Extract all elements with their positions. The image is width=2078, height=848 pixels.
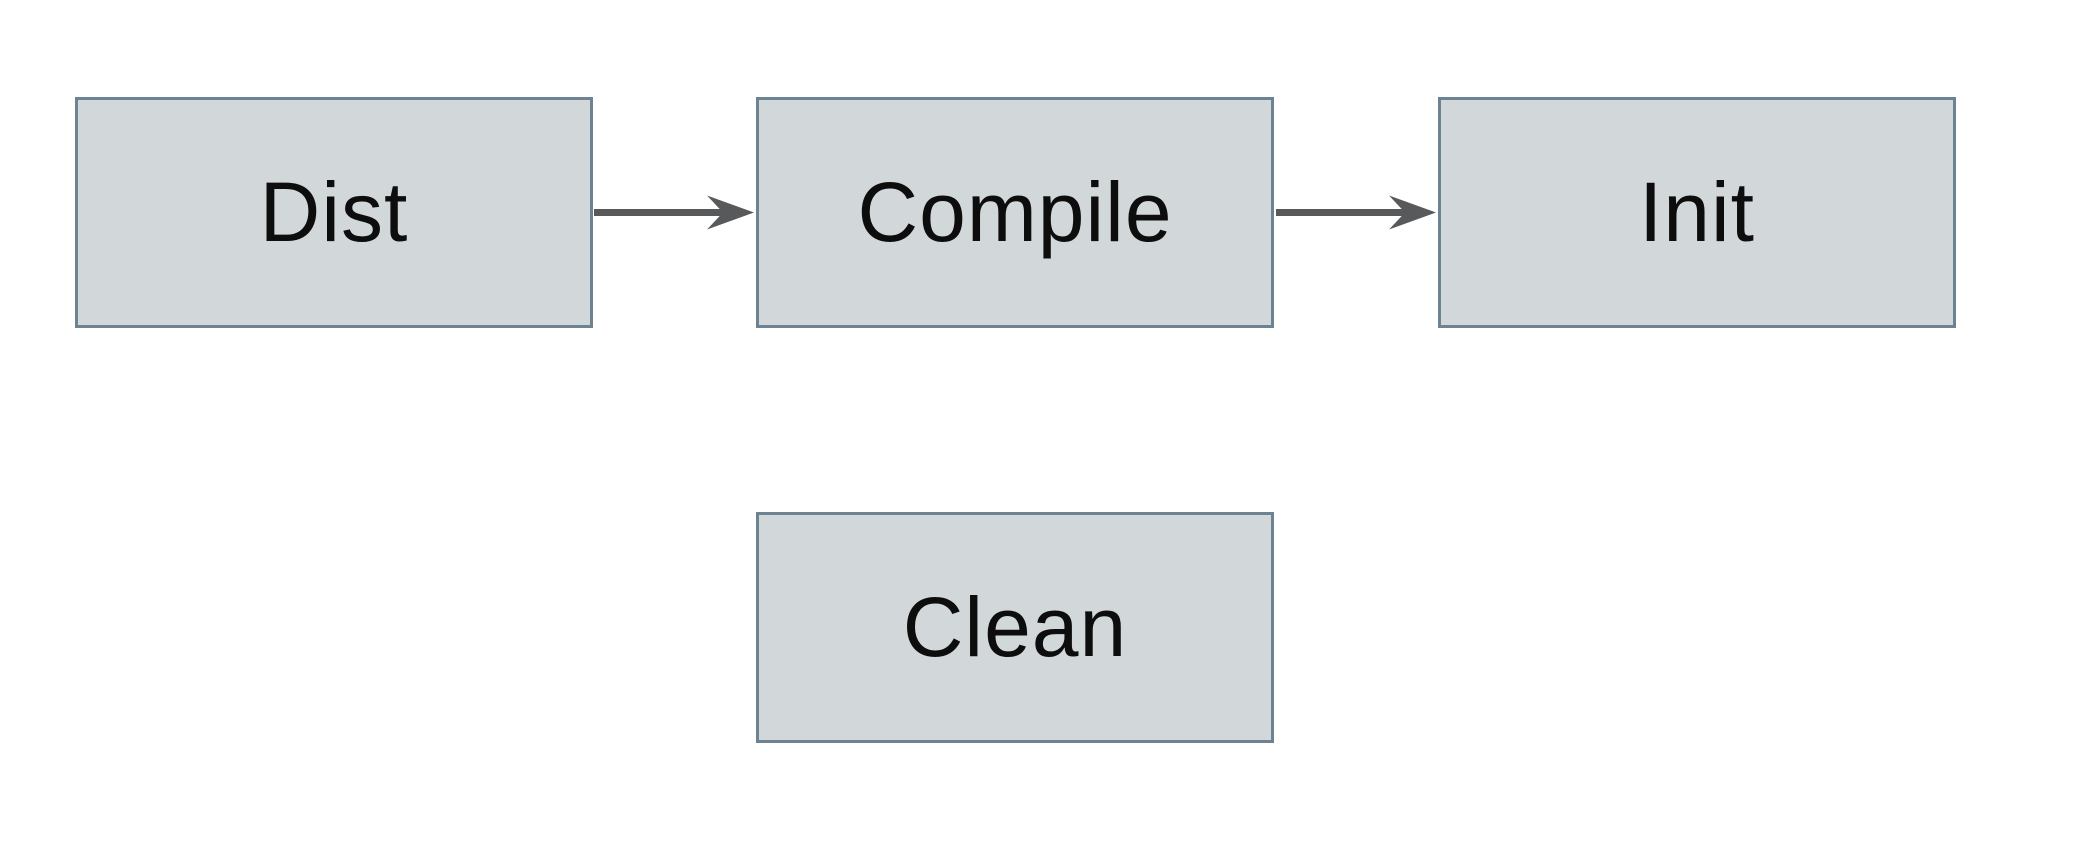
arrow-dist-to-compile-icon (594, 195, 754, 230)
node-clean: Clean (756, 512, 1274, 743)
node-compile-label: Compile (857, 165, 1173, 259)
node-init-label: Init (1638, 165, 1756, 259)
node-dist: Dist (75, 97, 593, 328)
arrow-compile-to-init-icon (1276, 195, 1436, 230)
node-dist-label: Dist (259, 165, 409, 259)
node-clean-label: Clean (902, 580, 1128, 674)
node-init: Init (1438, 97, 1956, 328)
node-compile: Compile (756, 97, 1274, 328)
